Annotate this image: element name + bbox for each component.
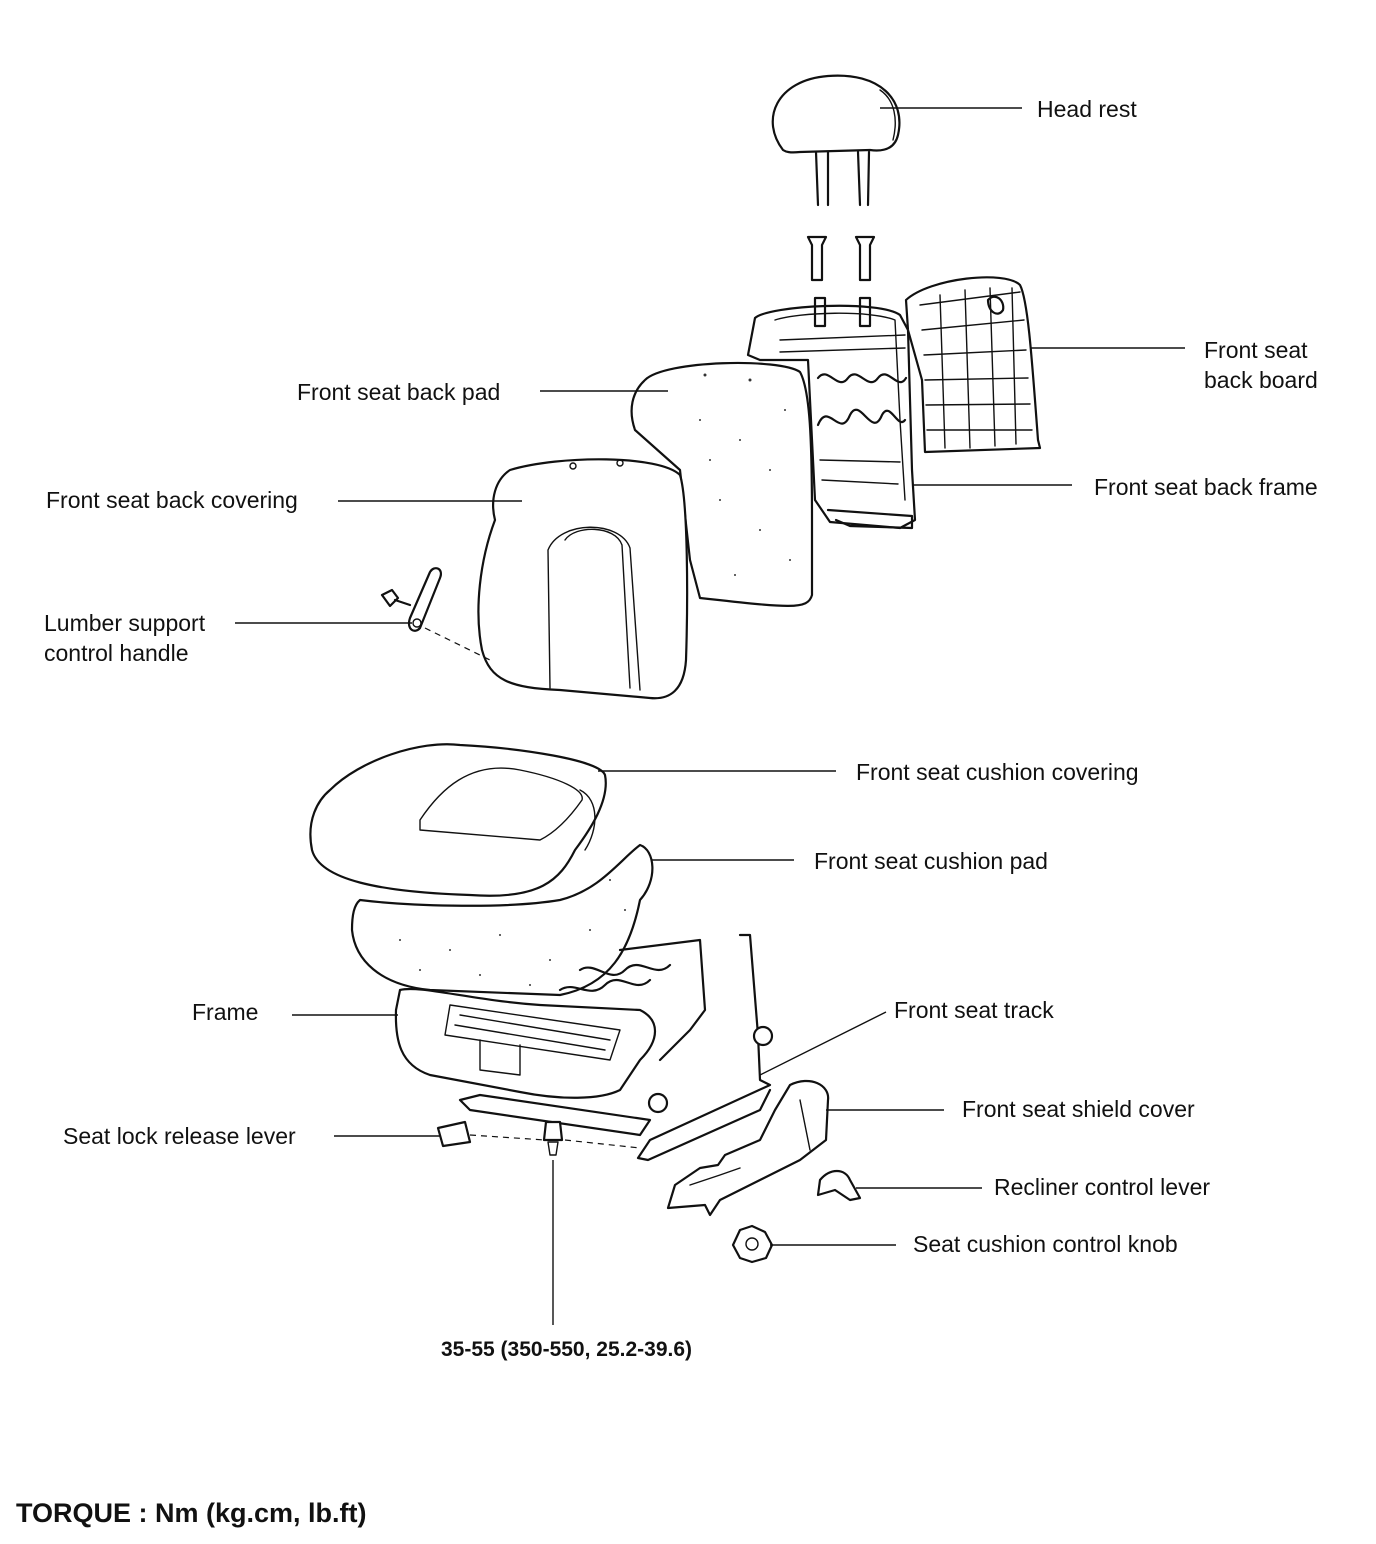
label-back-pad: Front seat back pad: [297, 379, 501, 405]
recliner-lever-part: [816, 1169, 862, 1202]
back-frame-part: [746, 296, 917, 530]
torque-title: TORQUE : Nm (kg.cm, lb.ft): [16, 1498, 367, 1528]
label-head-rest: Head rest: [1037, 96, 1137, 122]
label-back-covering: Front seat back covering: [46, 487, 298, 513]
back-pad-part: [630, 361, 814, 607]
label-recliner: Recliner control lever: [994, 1174, 1211, 1200]
label-back-board: Front seat back board: [1204, 335, 1318, 395]
label-cushion-covering: Front seat cushion covering: [856, 759, 1139, 785]
back-covering-part: [477, 458, 689, 700]
cushion-covering-part: [309, 743, 607, 897]
lumber-handle-part: [380, 567, 491, 661]
bolt-part: [469, 1120, 641, 1156]
label-shield-cover: Front seat shield cover: [962, 1096, 1195, 1122]
label-frame: Frame: [192, 999, 259, 1025]
label-back-frame: Front seat back frame: [1094, 474, 1318, 500]
torque-value: 35-55 (350-550, 25.2-39.6): [441, 1338, 693, 1361]
back-board-part: [904, 276, 1042, 454]
label-lumber-line1: Lumber support: [44, 610, 206, 636]
seat-frame-part: [394, 938, 707, 1099]
label-back-board-line2: back board: [1204, 367, 1318, 393]
cushion-pad-part: [350, 843, 654, 997]
head-rest-part: [771, 74, 901, 282]
leader-lines: [235, 107, 1185, 1325]
label-back-board-line1: Front seat: [1204, 337, 1308, 363]
shield-cover-part: [666, 1079, 830, 1217]
control-knob-part: [731, 1224, 774, 1264]
label-lumber-line2: control handle: [44, 640, 189, 666]
label-lumber-handle: Lumber support control handle: [44, 608, 205, 668]
label-seat-track: Front seat track: [894, 997, 1054, 1023]
label-cushion-knob: Seat cushion control knob: [913, 1231, 1178, 1257]
seat-track-part: [436, 933, 774, 1162]
label-seat-lock: Seat lock release lever: [63, 1123, 296, 1149]
label-cushion-pad: Front seat cushion pad: [814, 848, 1048, 874]
